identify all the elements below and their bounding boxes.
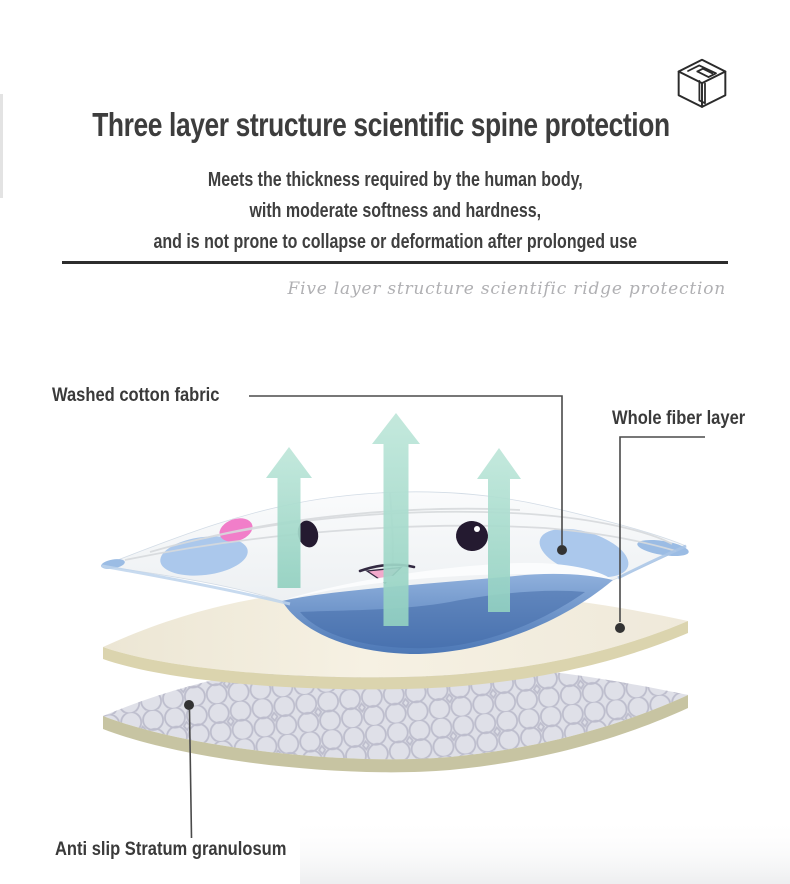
subtitle: Meets the thickness required by the huma… xyxy=(0,165,790,258)
bottom-antislip-layer xyxy=(103,660,688,773)
box-logo-icon-svg xyxy=(677,58,727,108)
connector-washed-cotton xyxy=(249,395,563,545)
page-title: Three layer structure scientific spine p… xyxy=(0,106,762,144)
wave-crest xyxy=(282,562,613,601)
label-text: Anti slip Stratum granulosum xyxy=(55,839,287,860)
label-text: Whole fiber layer xyxy=(612,408,746,429)
divider xyxy=(62,261,728,264)
wave-shadow xyxy=(300,590,585,649)
right-eye xyxy=(456,520,488,552)
up-arrow-icon xyxy=(477,448,521,612)
fabric-edge xyxy=(617,544,687,580)
up-arrow-icon xyxy=(372,413,420,626)
subtitle-line: with moderate softness and hardness, xyxy=(249,200,541,222)
up-arrow-icon xyxy=(266,447,312,588)
connector-dot xyxy=(184,700,194,710)
connector-dots xyxy=(184,545,625,710)
connector-whole-fiber xyxy=(619,436,705,622)
eye-glint xyxy=(474,526,480,532)
up-arrows-icon xyxy=(266,413,521,626)
connector-lines xyxy=(188,395,705,839)
tagline: Five layer structure scientific ridge pr… xyxy=(287,279,726,299)
connector-anti-slip xyxy=(188,709,193,839)
background-wash xyxy=(300,818,790,884)
fabric-blue-patch xyxy=(160,536,248,576)
label-anti-slip-layer: Anti slip Stratum granulosum xyxy=(55,839,321,861)
antislip-pattern xyxy=(103,660,688,760)
page-title-text: Three layer structure scientific spine p… xyxy=(92,106,670,143)
left-edge-artifact xyxy=(0,94,3,198)
fabric-pink-patch xyxy=(219,518,253,542)
box-logo-icon xyxy=(674,56,730,114)
subtitle-line: Meets the thickness required by the huma… xyxy=(207,169,583,191)
subtitle-line: and is not prone to collapse or deformat… xyxy=(153,231,637,253)
connector-dot xyxy=(557,545,567,555)
left-eye xyxy=(297,520,319,548)
label-text: Washed cotton fabric xyxy=(52,385,220,406)
fabric-edge xyxy=(101,564,291,606)
label-whole-fiber-layer: Whole fiber layer xyxy=(612,408,765,430)
connector-dot xyxy=(615,623,625,633)
label-washed-cotton-fabric: Washed cotton fabric xyxy=(52,385,244,407)
